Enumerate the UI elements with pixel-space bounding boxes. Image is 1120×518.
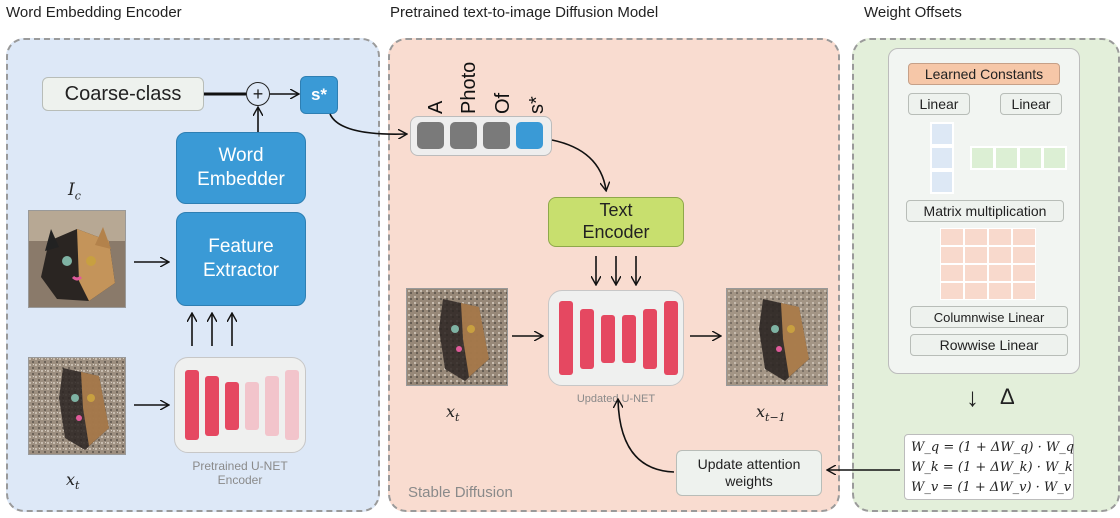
plus-circle-icon: + [246, 82, 270, 106]
updated-unet-layer-5 [643, 309, 657, 369]
linear-left-box: Linear [908, 93, 970, 115]
noisy-cat-image-xt [28, 357, 126, 455]
ic-label: Ic [68, 180, 81, 203]
unet-layer-6 [285, 370, 299, 440]
columnwise-linear-box: Columnwise Linear [910, 306, 1068, 328]
text-encoder-box: Text Encoder [548, 197, 684, 247]
xt-label-left: xt [66, 470, 80, 493]
delta-down-arrow: ↓ [966, 382, 979, 412]
row-vector [970, 146, 1067, 170]
matrix-multiplication-box: Matrix multiplication [906, 200, 1064, 222]
updated-unet-caption: Updated U-NET [576, 393, 656, 405]
token-embedding-strip [410, 116, 552, 156]
section-title-weight-offsets: Weight Offsets [864, 4, 962, 21]
offset-matrix-grid [940, 228, 1036, 300]
cat-image-ic [28, 210, 126, 308]
token-word-photo: Photo [458, 62, 480, 114]
equation-v: W_v = (1 + ΔW_v) · W_v [911, 480, 1072, 495]
rowwise-linear-box: Rowwise Linear [910, 334, 1068, 356]
weight-update-equations-box: W_q = (1 + ΔW_q) · W_q W_k = (1 + ΔW_k) … [904, 434, 1074, 500]
pretrained-unet-encoder-box [174, 357, 306, 453]
denoised-cat-image-xt-1 [726, 288, 828, 386]
token-word-a: A [425, 100, 447, 114]
word-embedder-box: Word Embedder [176, 132, 306, 204]
updated-unet-layer-1 [559, 301, 573, 375]
updated-unet-layer-3 [601, 315, 615, 363]
token-cell-photo [450, 122, 477, 149]
linear-right-box: Linear [1000, 93, 1062, 115]
feature-extractor-box: Feature Extractor [176, 212, 306, 306]
unet-layer-2 [205, 376, 219, 436]
stable-diffusion-label: Stable Diffusion [408, 484, 513, 501]
unet-layer-3 [225, 382, 239, 430]
update-attention-weights-box: Update attention weights [676, 450, 822, 496]
pretrained-unet-encoder-caption: Pretrained U-NET Encoder [192, 459, 288, 487]
delta-symbol: Δ [1000, 384, 1015, 409]
token-word-s-star: s* [526, 96, 548, 114]
updated-unet-layer-2 [580, 309, 594, 369]
token-cell-of [483, 122, 510, 149]
unet-layer-5 [265, 376, 279, 436]
updated-unet-layer-6 [664, 301, 678, 375]
equation-k: W_k = (1 + ΔW_k) · W_k [911, 460, 1073, 475]
column-vector [930, 122, 954, 194]
token-cell-a [417, 122, 444, 149]
xt-label-middle: xt [446, 402, 460, 425]
s-star-text: s* [310, 85, 328, 104]
noisy-cat-image-xt-middle [406, 288, 508, 386]
unet-layer-4 [245, 382, 259, 430]
s-star-token: s* [300, 76, 338, 114]
token-word-of: Of [492, 92, 514, 114]
unet-layer-1 [185, 370, 199, 440]
updated-unet-box [548, 290, 684, 386]
updated-unet-layer-4 [622, 315, 636, 363]
token-cell-s-star [516, 122, 543, 149]
coarse-class-box: Coarse-class [42, 77, 204, 111]
token-words: A Photo Of s* [425, 62, 548, 114]
section-title-word-embedding-encoder: Word Embedding Encoder [6, 4, 182, 21]
equation-q: W_q = (1 + ΔW_q) · W_q [911, 440, 1075, 455]
section-title-diffusion-model: Pretrained text-to-image Diffusion Model [390, 4, 659, 21]
xt1-label: xt−1 [756, 402, 786, 425]
learned-constants-box: Learned Constants [908, 63, 1060, 85]
